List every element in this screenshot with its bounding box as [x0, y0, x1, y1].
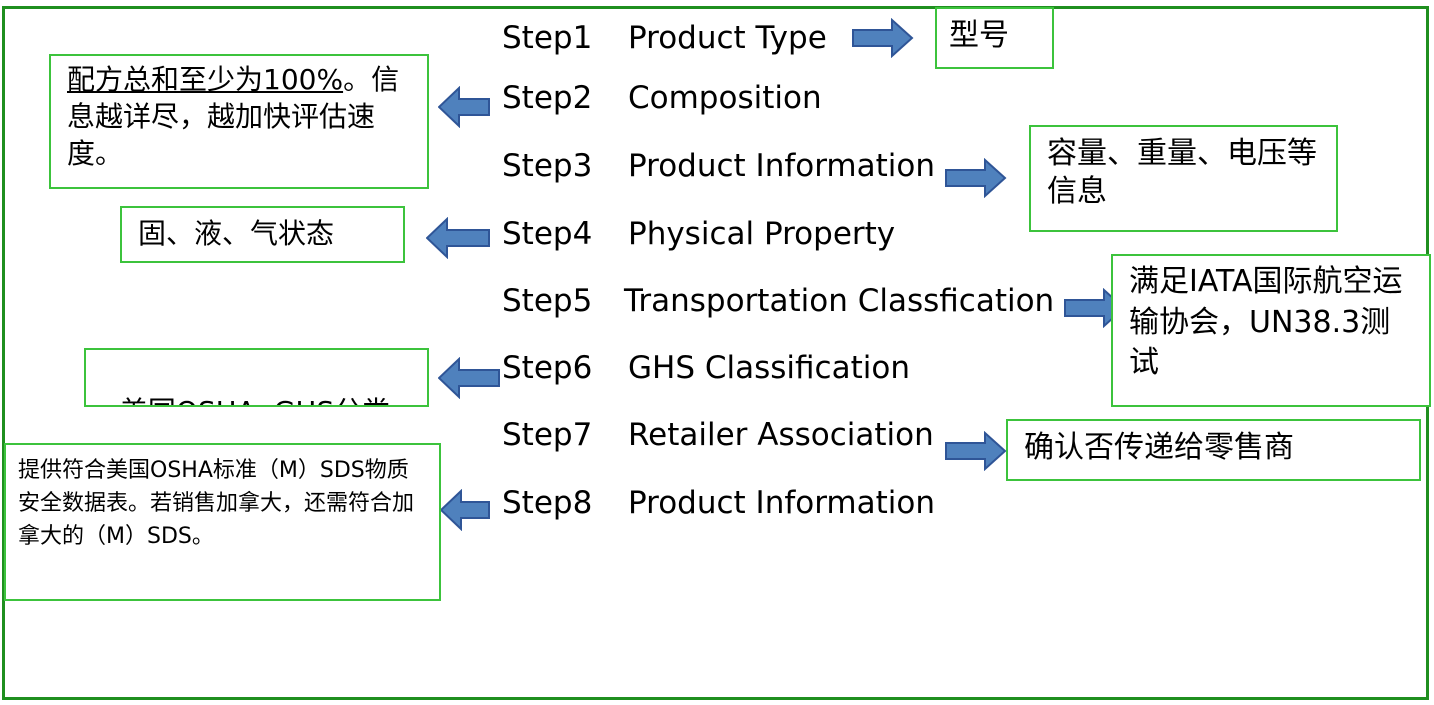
step5-number: Step5	[502, 283, 593, 319]
step8-number: Step8	[502, 485, 593, 521]
note-step6: 美国OSHA GHS分类	[84, 348, 429, 407]
note-step1-text: 型号	[949, 18, 1009, 53]
step6-label: GHS Classification	[628, 350, 910, 386]
step6-number: Step6	[502, 350, 593, 386]
note-step5-text: 满足IATA国际航空运输协会，UN38.3测试	[1129, 264, 1403, 380]
step2-label: Composition	[628, 80, 822, 116]
note-step7-text: 确认否传递给零售商	[1024, 430, 1294, 465]
note-step4-text: 固、液、气状态	[138, 217, 335, 250]
arrow-step6-left	[438, 357, 500, 399]
note-step3-text: 容量、重量、电压等信息	[1047, 136, 1317, 210]
note-step8-text: 提供符合美国OSHA标准（M）SDS物质安全数据表。若销售加拿大，还需符合加拿大…	[18, 458, 415, 549]
step5-label: Transportation Classfication	[624, 283, 1055, 319]
step1-label: Product Type	[628, 20, 827, 56]
step4-number: Step4	[502, 216, 593, 252]
step4-label: Physical Property	[628, 216, 896, 252]
note-step2-text: 。信息越详尽，越加快评估速度。	[67, 63, 400, 170]
arrow-step4-left	[426, 217, 490, 259]
arrow-step7-right	[945, 431, 1007, 471]
step1-number: Step1	[502, 20, 593, 56]
arrow-step3-right	[945, 158, 1007, 198]
note-step2-underlined: 配方总和至少为100%	[67, 63, 344, 96]
step2-number: Step2	[502, 80, 593, 116]
step7-label: Retailer Association	[628, 417, 934, 453]
step7-number: Step7	[502, 417, 593, 453]
note-step7: 确认否传递给零售商	[1006, 419, 1421, 481]
note-step8: 提供符合美国OSHA标准（M）SDS物质安全数据表。若销售加拿大，还需符合加拿大…	[4, 443, 441, 601]
arrow-step1-right	[852, 18, 914, 58]
note-step6-text: 美国OSHA GHS分类	[120, 395, 390, 405]
arrow-step2-left	[438, 86, 490, 128]
step3-number: Step3	[502, 148, 593, 184]
note-step3: 容量、重量、电压等信息	[1029, 125, 1338, 232]
step8-label: Product Information	[628, 485, 936, 521]
note-step4: 固、液、气状态	[120, 206, 405, 263]
note-step5: 满足IATA国际航空运输协会，UN38.3测试	[1111, 254, 1431, 407]
note-step1: 型号	[935, 7, 1054, 69]
step3-label: Product Information	[628, 148, 936, 184]
note-step2: 配方总和至少为100%。信息越详尽，越加快评估速度。	[49, 54, 429, 189]
arrow-step8-left	[440, 489, 490, 531]
